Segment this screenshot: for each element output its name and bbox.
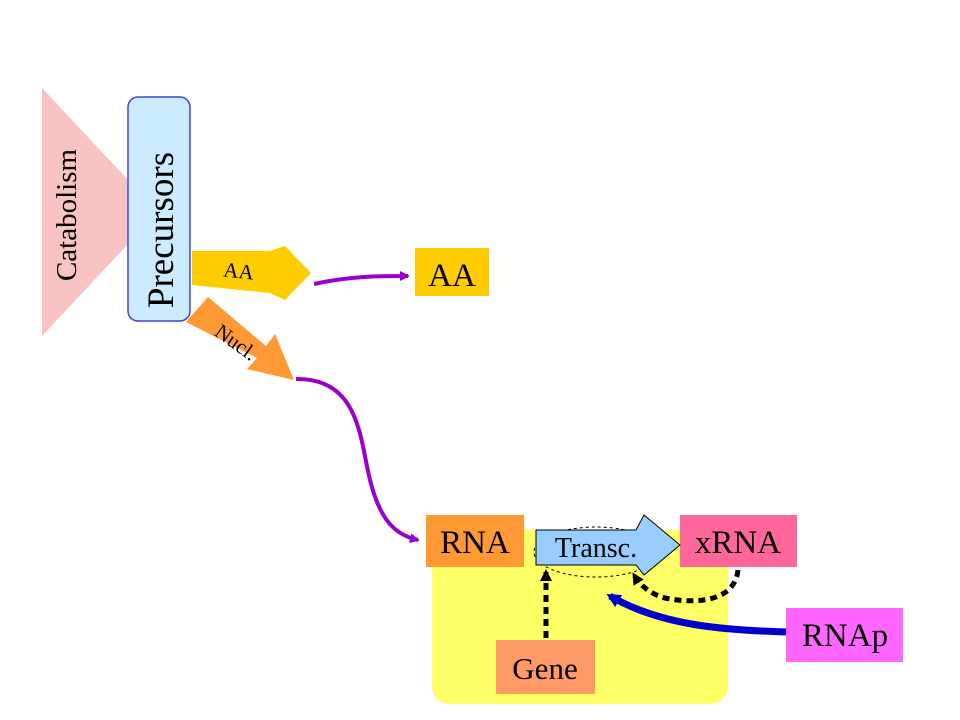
aa-box-label: AA xyxy=(428,258,476,294)
rna-node: RNA xyxy=(426,515,524,567)
rnap-link-arrow xyxy=(606,592,787,636)
catabolism-shape xyxy=(42,88,158,336)
aa-flux-arrow xyxy=(313,271,410,286)
nucl-arrow: Nucl. xyxy=(186,297,294,380)
transc-arrow-shape xyxy=(535,514,681,576)
catabolism-label: Catabolism xyxy=(51,149,83,282)
rnap-box xyxy=(786,608,903,662)
transc-node: Transc. xyxy=(535,514,681,576)
aa-box xyxy=(415,248,489,296)
nucl-arrow-shape xyxy=(186,297,294,380)
aa-arrow: AA xyxy=(192,246,311,300)
aa-arrow-shape xyxy=(192,246,311,300)
xrna-label: xRNA xyxy=(695,525,781,561)
precursors-label: Precursors xyxy=(141,152,182,308)
rnap-label: RNAp xyxy=(802,618,888,654)
precursors-shape xyxy=(127,96,191,322)
precursors-node: Precursors xyxy=(127,96,191,322)
gene-node: Gene xyxy=(496,640,595,694)
aa-arrow-label: AA xyxy=(222,258,256,285)
xrna-node: xRNA xyxy=(680,515,797,567)
nucl-flux-arrow xyxy=(295,376,420,544)
rna-box xyxy=(426,515,524,567)
transc-label: Transc. xyxy=(555,533,637,564)
aa-node: AA xyxy=(415,248,489,296)
rnap-node: RNAp xyxy=(786,608,903,662)
xrna-box xyxy=(680,515,797,567)
gene-box xyxy=(496,640,595,694)
rna-label: RNA xyxy=(440,525,510,561)
catabolism-node: Catabolism xyxy=(42,88,158,336)
gene-label: Gene xyxy=(512,651,577,686)
